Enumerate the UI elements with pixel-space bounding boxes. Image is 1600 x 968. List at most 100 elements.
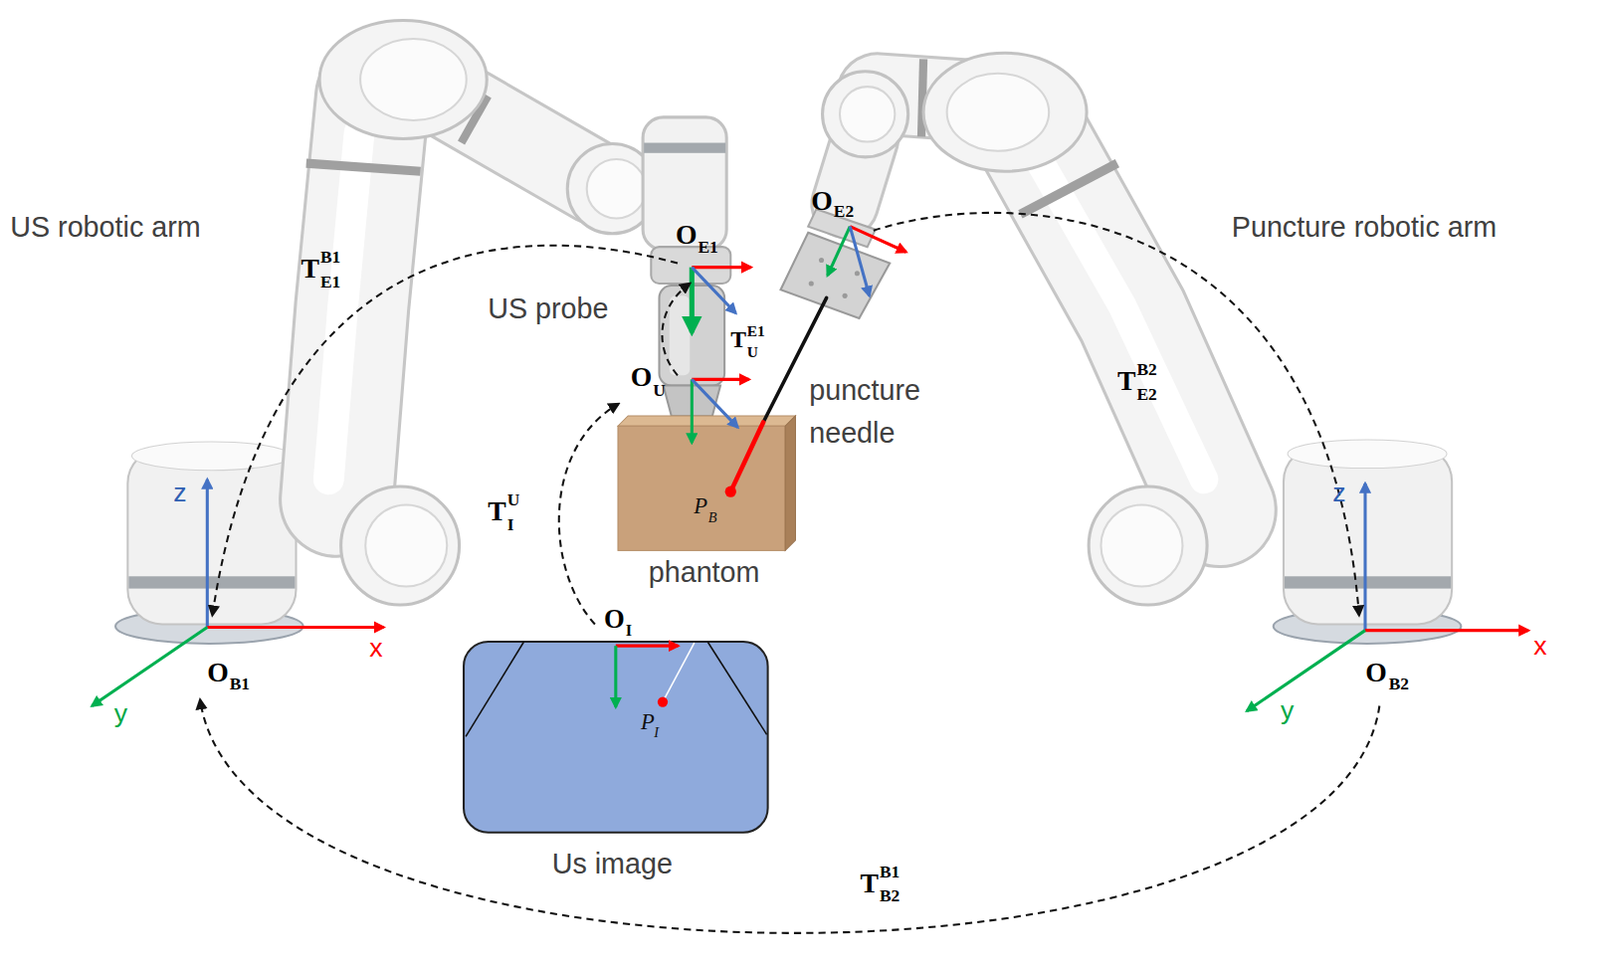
coordinate-axes — [205, 479, 209, 628]
puncture-robot-arm — [1283, 446, 1452, 624]
transform-arrow — [873, 212, 1360, 615]
puncture-robot-arm — [854, 270, 860, 276]
transform-symbol: T — [301, 254, 320, 283]
symbol-superscript: B1 — [879, 863, 900, 881]
symbol-subscript: E1 — [697, 238, 718, 256]
coordinate-axes — [206, 625, 384, 629]
text-holder: Us image — [552, 846, 673, 881]
us-image-panel-outline — [463, 641, 769, 833]
us-robot-arm — [319, 20, 487, 140]
puncture-robot-arm — [1035, 143, 1220, 511]
frame-symbol: O — [675, 220, 698, 249]
puncture-needle — [731, 421, 764, 490]
us-robot-arm — [341, 486, 460, 605]
puncture-robot-arm — [818, 257, 824, 263]
us-image-panel-outline — [613, 645, 617, 708]
text-holder: O — [1365, 658, 1388, 687]
text-holder: O — [603, 605, 625, 633]
axis-label: x — [1533, 632, 1547, 660]
text-holder: B2 — [879, 887, 900, 905]
symbol-subscript: I — [653, 725, 659, 740]
symbol-subscript: E2 — [1136, 386, 1157, 403]
us-robot-arm — [669, 295, 691, 376]
phantom-box-outline — [617, 415, 796, 426]
us-robot-arm — [131, 441, 291, 471]
symbol-subscript: U — [652, 382, 666, 400]
text-holder: x — [369, 634, 383, 662]
coordinate-axes — [1365, 628, 1529, 632]
puncture-robot-arm — [808, 280, 814, 286]
puncture-robot-arm — [822, 71, 909, 158]
probe-frame-axes — [691, 378, 749, 382]
frame-symbol: O — [810, 187, 833, 215]
symbol-superscript: E1 — [747, 323, 766, 339]
coordinate-axes — [849, 226, 869, 297]
axis-label: z — [1332, 479, 1346, 507]
text-holder: phantom — [648, 555, 761, 590]
us-image-panel-outline — [662, 642, 695, 702]
transform-symbol: T — [1117, 367, 1136, 396]
puncture-robot-arm — [1040, 163, 1204, 480]
text-holder: T — [487, 497, 506, 526]
symbol-subscript: B — [708, 510, 718, 525]
point-symbol: P — [640, 711, 655, 735]
puncture-robot-arm — [781, 232, 891, 319]
transform-arrow — [200, 699, 1380, 934]
phantom-box-outline — [617, 426, 786, 552]
text-holder: E2 — [1136, 386, 1157, 403]
text-holder: B1 — [320, 248, 341, 266]
phantom-label: phantom — [648, 555, 761, 590]
axis-label: z — [173, 479, 187, 507]
text-holder: O — [810, 187, 833, 215]
arm-label: US robotic arm — [9, 209, 200, 244]
transform-arrow — [559, 403, 619, 624]
text-holder: I — [625, 622, 632, 639]
transform-arrow — [200, 212, 1380, 934]
text-holder: x — [1533, 632, 1547, 660]
us-robot-arm — [643, 143, 726, 154]
puncture-robot-arm — [781, 52, 1462, 644]
coordinate-axes — [1246, 630, 1366, 712]
symbol-subscript: E1 — [320, 273, 341, 291]
text-holder: E1 — [747, 323, 766, 339]
text-holder: I — [507, 516, 515, 534]
text-holder: US probe — [487, 291, 608, 326]
us-robot-arm — [360, 38, 467, 121]
text-holder: E2 — [833, 202, 854, 220]
us-robot-arm — [328, 132, 360, 480]
us-image-panel: Us imageOIPI — [462, 640, 770, 834]
symbol-subscript: E2 — [833, 202, 854, 220]
frame-symbol: O — [1365, 658, 1388, 687]
arm-label: Puncture robotic arm — [1231, 209, 1497, 244]
us-image-panel-outline — [462, 640, 770, 834]
frame-symbol: O — [603, 605, 625, 633]
text-holder: O — [675, 220, 698, 249]
text-holder: US robotic arm — [9, 209, 200, 244]
us-robot-arm — [663, 386, 721, 417]
coordinate-axes — [1363, 483, 1367, 631]
puncture-robot-arm — [1088, 486, 1207, 605]
phantom-box-outline — [617, 415, 796, 551]
us-image-panel-outline — [465, 641, 524, 737]
coordinate-axes — [691, 265, 751, 269]
text-holder: Puncture robotic arm — [1231, 209, 1497, 244]
probe-frame-axes — [690, 379, 694, 443]
text-holder: U — [652, 382, 666, 400]
text-holder: T — [301, 254, 320, 283]
transform-symbol: T — [730, 328, 747, 353]
us-image-panel-outline — [614, 644, 678, 648]
probe-label: US probe — [487, 291, 608, 326]
puncture-robot-arm — [1100, 505, 1183, 588]
axis-label: x — [369, 634, 383, 662]
text-holder: I — [653, 725, 659, 740]
text-holder: y — [114, 700, 128, 728]
puncture-robot-arm — [839, 86, 895, 142]
text-holder: O — [206, 658, 229, 687]
needle-label: puncture needle — [808, 369, 967, 455]
puncture-needle — [725, 486, 737, 498]
symbol-superscript: B2 — [1136, 361, 1157, 379]
coordinate-axes — [849, 226, 906, 253]
text-holder: z — [1332, 479, 1346, 507]
